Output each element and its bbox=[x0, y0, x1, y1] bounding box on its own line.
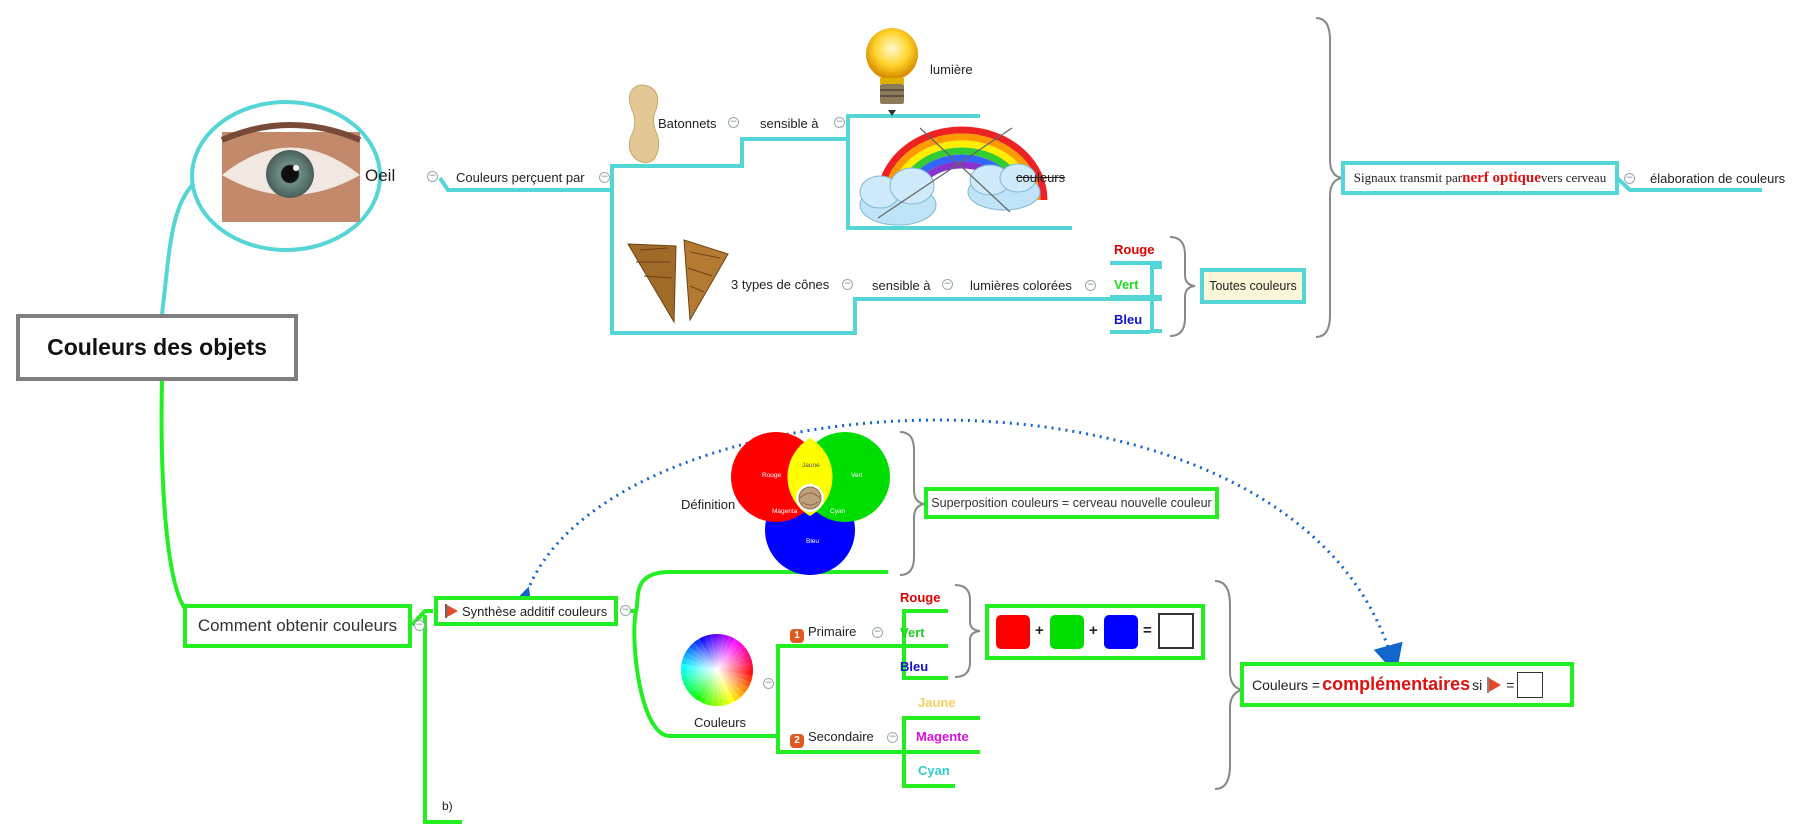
collapse-icon[interactable]: − bbox=[599, 172, 610, 183]
cones-image bbox=[627, 239, 729, 324]
brace-rvb bbox=[1169, 236, 1196, 337]
definition-label[interactable]: Définition bbox=[681, 497, 736, 512]
synthese-node[interactable]: Synthèse additif couleurs bbox=[434, 596, 618, 626]
root-node[interactable]: Couleurs des objets bbox=[16, 314, 298, 381]
signaux-text-post: vers cerveau bbox=[1540, 170, 1607, 185]
primaire-node[interactable]: 1 Primaire bbox=[790, 624, 856, 643]
equals-sign: = bbox=[1143, 622, 1152, 639]
collapse-icon[interactable]: − bbox=[887, 732, 898, 743]
toutes-couleurs-node[interactable]: Toutes couleurs bbox=[1200, 268, 1306, 304]
batonnets-label[interactable]: Batonnets bbox=[658, 116, 717, 131]
collapse-icon[interactable]: − bbox=[942, 279, 953, 290]
b-label[interactable]: b) bbox=[442, 799, 453, 813]
elaboration-label[interactable]: élaboration de couleurs bbox=[1650, 171, 1786, 186]
bulb-image bbox=[866, 28, 918, 116]
connector-signaux-elaboration bbox=[1615, 176, 1762, 192]
venn-rouge-label: Rouge bbox=[762, 472, 782, 479]
red-flag-icon bbox=[444, 604, 458, 618]
synthese-label: Synthèse additif couleurs bbox=[462, 603, 608, 619]
connector-couleurs-primaire bbox=[776, 644, 904, 736]
color-wheel bbox=[681, 634, 753, 706]
primaire-bleu-label[interactable]: Bleu bbox=[900, 659, 929, 674]
venn-bleu-label: Bleu bbox=[806, 538, 820, 545]
collapse-icon[interactable]: − bbox=[763, 678, 774, 689]
collapse-icon[interactable]: − bbox=[414, 620, 425, 631]
primaire-vert-label[interactable]: Vert bbox=[900, 625, 925, 640]
complementaires-si-text: si bbox=[1472, 676, 1483, 693]
connector-to-lumiere bbox=[846, 114, 980, 139]
connector-b bbox=[423, 615, 462, 824]
collapse-icon[interactable]: − bbox=[872, 627, 883, 638]
vert-label[interactable]: Vert bbox=[1114, 277, 1139, 292]
connector-bracket-top bbox=[610, 137, 848, 190]
collapse-icon[interactable]: − bbox=[834, 117, 845, 128]
rainbow-image bbox=[859, 126, 1048, 226]
venn-vert-label: Vert bbox=[851, 472, 863, 479]
connector-secondaire-fork bbox=[902, 716, 980, 788]
red-square bbox=[996, 615, 1030, 649]
collapse-icon[interactable]: − bbox=[842, 279, 853, 290]
secondaire-jaune-label[interactable]: Jaune bbox=[918, 695, 956, 710]
blue-square bbox=[1104, 615, 1138, 649]
venn-cyan-label: Cyan bbox=[830, 508, 846, 515]
cones-label[interactable]: 3 types de cônes bbox=[731, 277, 830, 292]
eye-image bbox=[220, 122, 362, 222]
couleurs-wheel-label[interactable]: Couleurs bbox=[694, 715, 747, 730]
priority-1-icon: 1 bbox=[790, 629, 804, 643]
primaire-label: Primaire bbox=[808, 624, 857, 639]
complementaires-text-pre: Couleurs = bbox=[1252, 676, 1321, 693]
brace-definition bbox=[899, 431, 926, 576]
couleurs-percuent-label[interactable]: Couleurs perçuent par bbox=[456, 170, 585, 185]
bleu-label[interactable]: Bleu bbox=[1114, 312, 1143, 327]
sensible-a-label[interactable]: sensible à bbox=[872, 278, 931, 293]
connector-root-comment bbox=[159, 380, 190, 614]
primaire-rouge-label[interactable]: Rouge bbox=[900, 590, 941, 605]
collapse-icon[interactable]: − bbox=[620, 605, 631, 616]
brace-primaire bbox=[954, 584, 981, 678]
lumiere-label[interactable]: lumière bbox=[930, 62, 973, 77]
connector-synthese-def bbox=[625, 570, 888, 613]
venn-jaune-label: Jaune bbox=[802, 462, 820, 469]
connector-bracket-bottom bbox=[610, 190, 1152, 335]
lumieres-colorees-label[interactable]: lumières colorées bbox=[970, 278, 1072, 293]
connector-root-oeil bbox=[160, 176, 202, 315]
nerf-optique-text: nerf optique bbox=[1462, 169, 1541, 186]
connector-to-couleurs bbox=[846, 139, 1072, 230]
signaux-text-pre: Signaux transmit par bbox=[1353, 170, 1463, 185]
green-square bbox=[1050, 615, 1084, 649]
secondaire-cyan-label[interactable]: Cyan bbox=[918, 763, 950, 778]
oeil-label[interactable]: Oeil bbox=[365, 166, 396, 185]
white-result-square bbox=[1158, 613, 1194, 649]
sensible-a-label[interactable]: sensible à bbox=[760, 116, 819, 131]
venn-magenta-label: Magenta bbox=[772, 508, 798, 515]
plus-sign: + bbox=[1035, 622, 1044, 639]
secondaire-label: Secondaire bbox=[808, 729, 874, 744]
secondaire-node[interactable]: 2 Secondaire bbox=[790, 729, 874, 748]
rouge-label[interactable]: Rouge bbox=[1114, 242, 1155, 257]
collapse-icon[interactable]: − bbox=[728, 117, 739, 128]
priority-2-icon: 2 bbox=[790, 734, 804, 748]
superposition-node[interactable]: Superposition couleurs = cerveau nouvell… bbox=[924, 487, 1219, 519]
couleurs-crossed-label[interactable]: couleurs bbox=[1016, 170, 1066, 185]
connector-couleurs-secondaire bbox=[776, 736, 904, 754]
red-flag-icon bbox=[1486, 676, 1502, 693]
secondaire-magente-label[interactable]: Magente bbox=[916, 729, 969, 744]
white-result-square bbox=[1517, 671, 1544, 698]
collapse-icon[interactable]: − bbox=[1085, 280, 1096, 291]
batonnet-image bbox=[628, 84, 660, 164]
collapse-icon[interactable]: − bbox=[1624, 173, 1635, 184]
comment-obtenir-node[interactable]: Comment obtenir couleurs bbox=[183, 604, 412, 648]
complementaires-node[interactable]: Couleurs = complémentaires si = bbox=[1240, 662, 1574, 707]
connector-oeil-couleurs bbox=[438, 176, 612, 192]
relationship-arrow bbox=[505, 418, 1403, 675]
collapse-icon[interactable]: − bbox=[427, 171, 438, 182]
venn-diagram bbox=[731, 432, 890, 575]
plus-sign: + bbox=[1089, 622, 1098, 639]
brace-complementaires bbox=[1214, 580, 1243, 790]
equals-sign: = bbox=[1506, 676, 1515, 693]
signaux-node[interactable]: Signaux transmit par nerf optique vers c… bbox=[1341, 161, 1619, 195]
complementaires-bold-text: complémentaires bbox=[1322, 674, 1471, 694]
brace-top-all bbox=[1315, 17, 1343, 338]
